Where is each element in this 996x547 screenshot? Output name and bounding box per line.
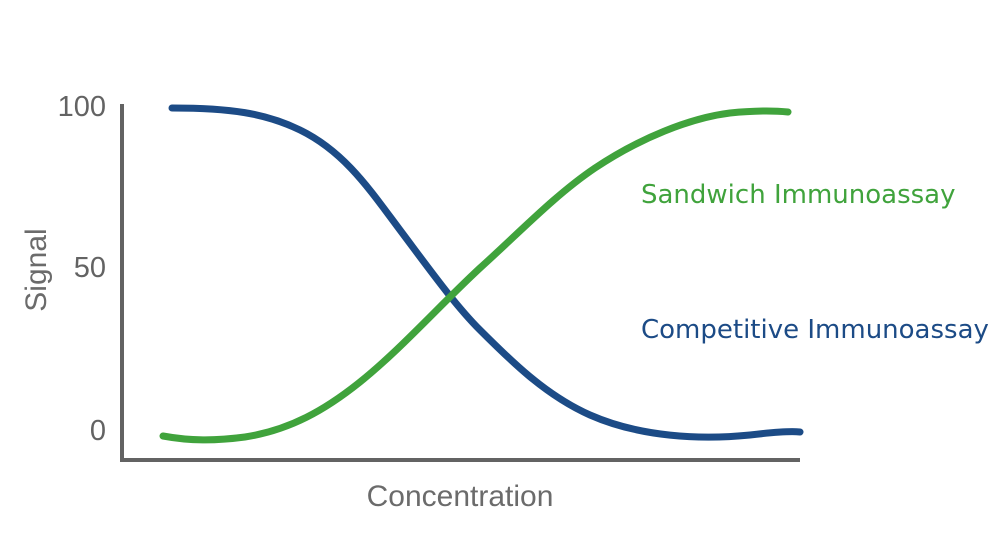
y-axis-line bbox=[120, 104, 124, 462]
y-tick-label-0: 0 bbox=[89, 415, 106, 447]
series-label-competitive-immunoassay: Competitive Immunoassay bbox=[641, 315, 989, 345]
series-label-sandwich-immunoassay: Sandwich Immunoassay bbox=[641, 180, 956, 210]
x-axis-title: Concentration bbox=[366, 480, 554, 513]
series-line-sandwich-immunoassay bbox=[159, 107, 792, 444]
x-axis-line bbox=[120, 458, 800, 462]
y-tick-label-50: 50 bbox=[73, 252, 106, 284]
series-line-competitive-immunoassay bbox=[168, 104, 804, 441]
y-tick-label-100: 100 bbox=[57, 91, 106, 123]
